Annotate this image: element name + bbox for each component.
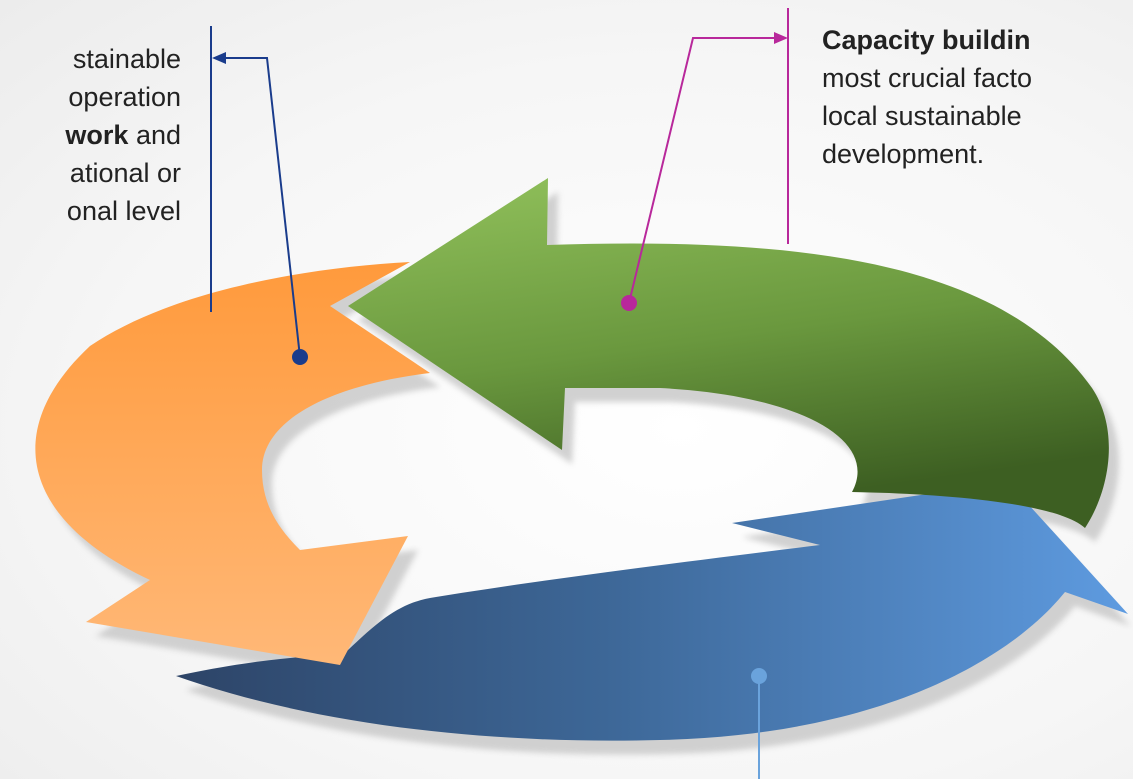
blue-arrow (176, 482, 1128, 741)
left-callout-after-bold: and (128, 120, 181, 150)
left-callout-line-3: work and (65, 116, 181, 154)
left-callout-line-1: stainable (72, 44, 181, 74)
left-callout-bold-word: work (65, 120, 129, 150)
left-callout-line-5: onal level (66, 196, 181, 226)
left-connector-dot (292, 349, 308, 365)
right-callout-line-1: Capacity buildin (822, 21, 1032, 59)
left-arrowhead (212, 52, 226, 64)
left-callout-text: stainable operation work and ational or … (65, 40, 181, 230)
right-callout-heading: Capacity buildin (822, 25, 1031, 55)
right-connector (621, 8, 789, 311)
right-arrowhead (774, 32, 788, 44)
right-callout-line-3: local sustainable (822, 101, 1022, 131)
right-leader-line (628, 37, 778, 304)
green-arrow (348, 178, 1109, 528)
right-connector-dot (621, 295, 637, 311)
right-callout-text: Capacity buildin most crucial facto loca… (822, 21, 1032, 173)
right-callout-line-4: development. (822, 139, 985, 169)
left-callout-line-4: ational or (69, 158, 181, 188)
bottom-connector (751, 668, 767, 779)
bottom-connector-dot (751, 668, 767, 684)
left-leader-line (221, 57, 301, 358)
right-callout-line-2: most crucial facto (822, 63, 1033, 93)
left-connector (210, 26, 308, 365)
left-callout-line-2: operation (68, 82, 181, 112)
orange-arrow (35, 262, 430, 665)
